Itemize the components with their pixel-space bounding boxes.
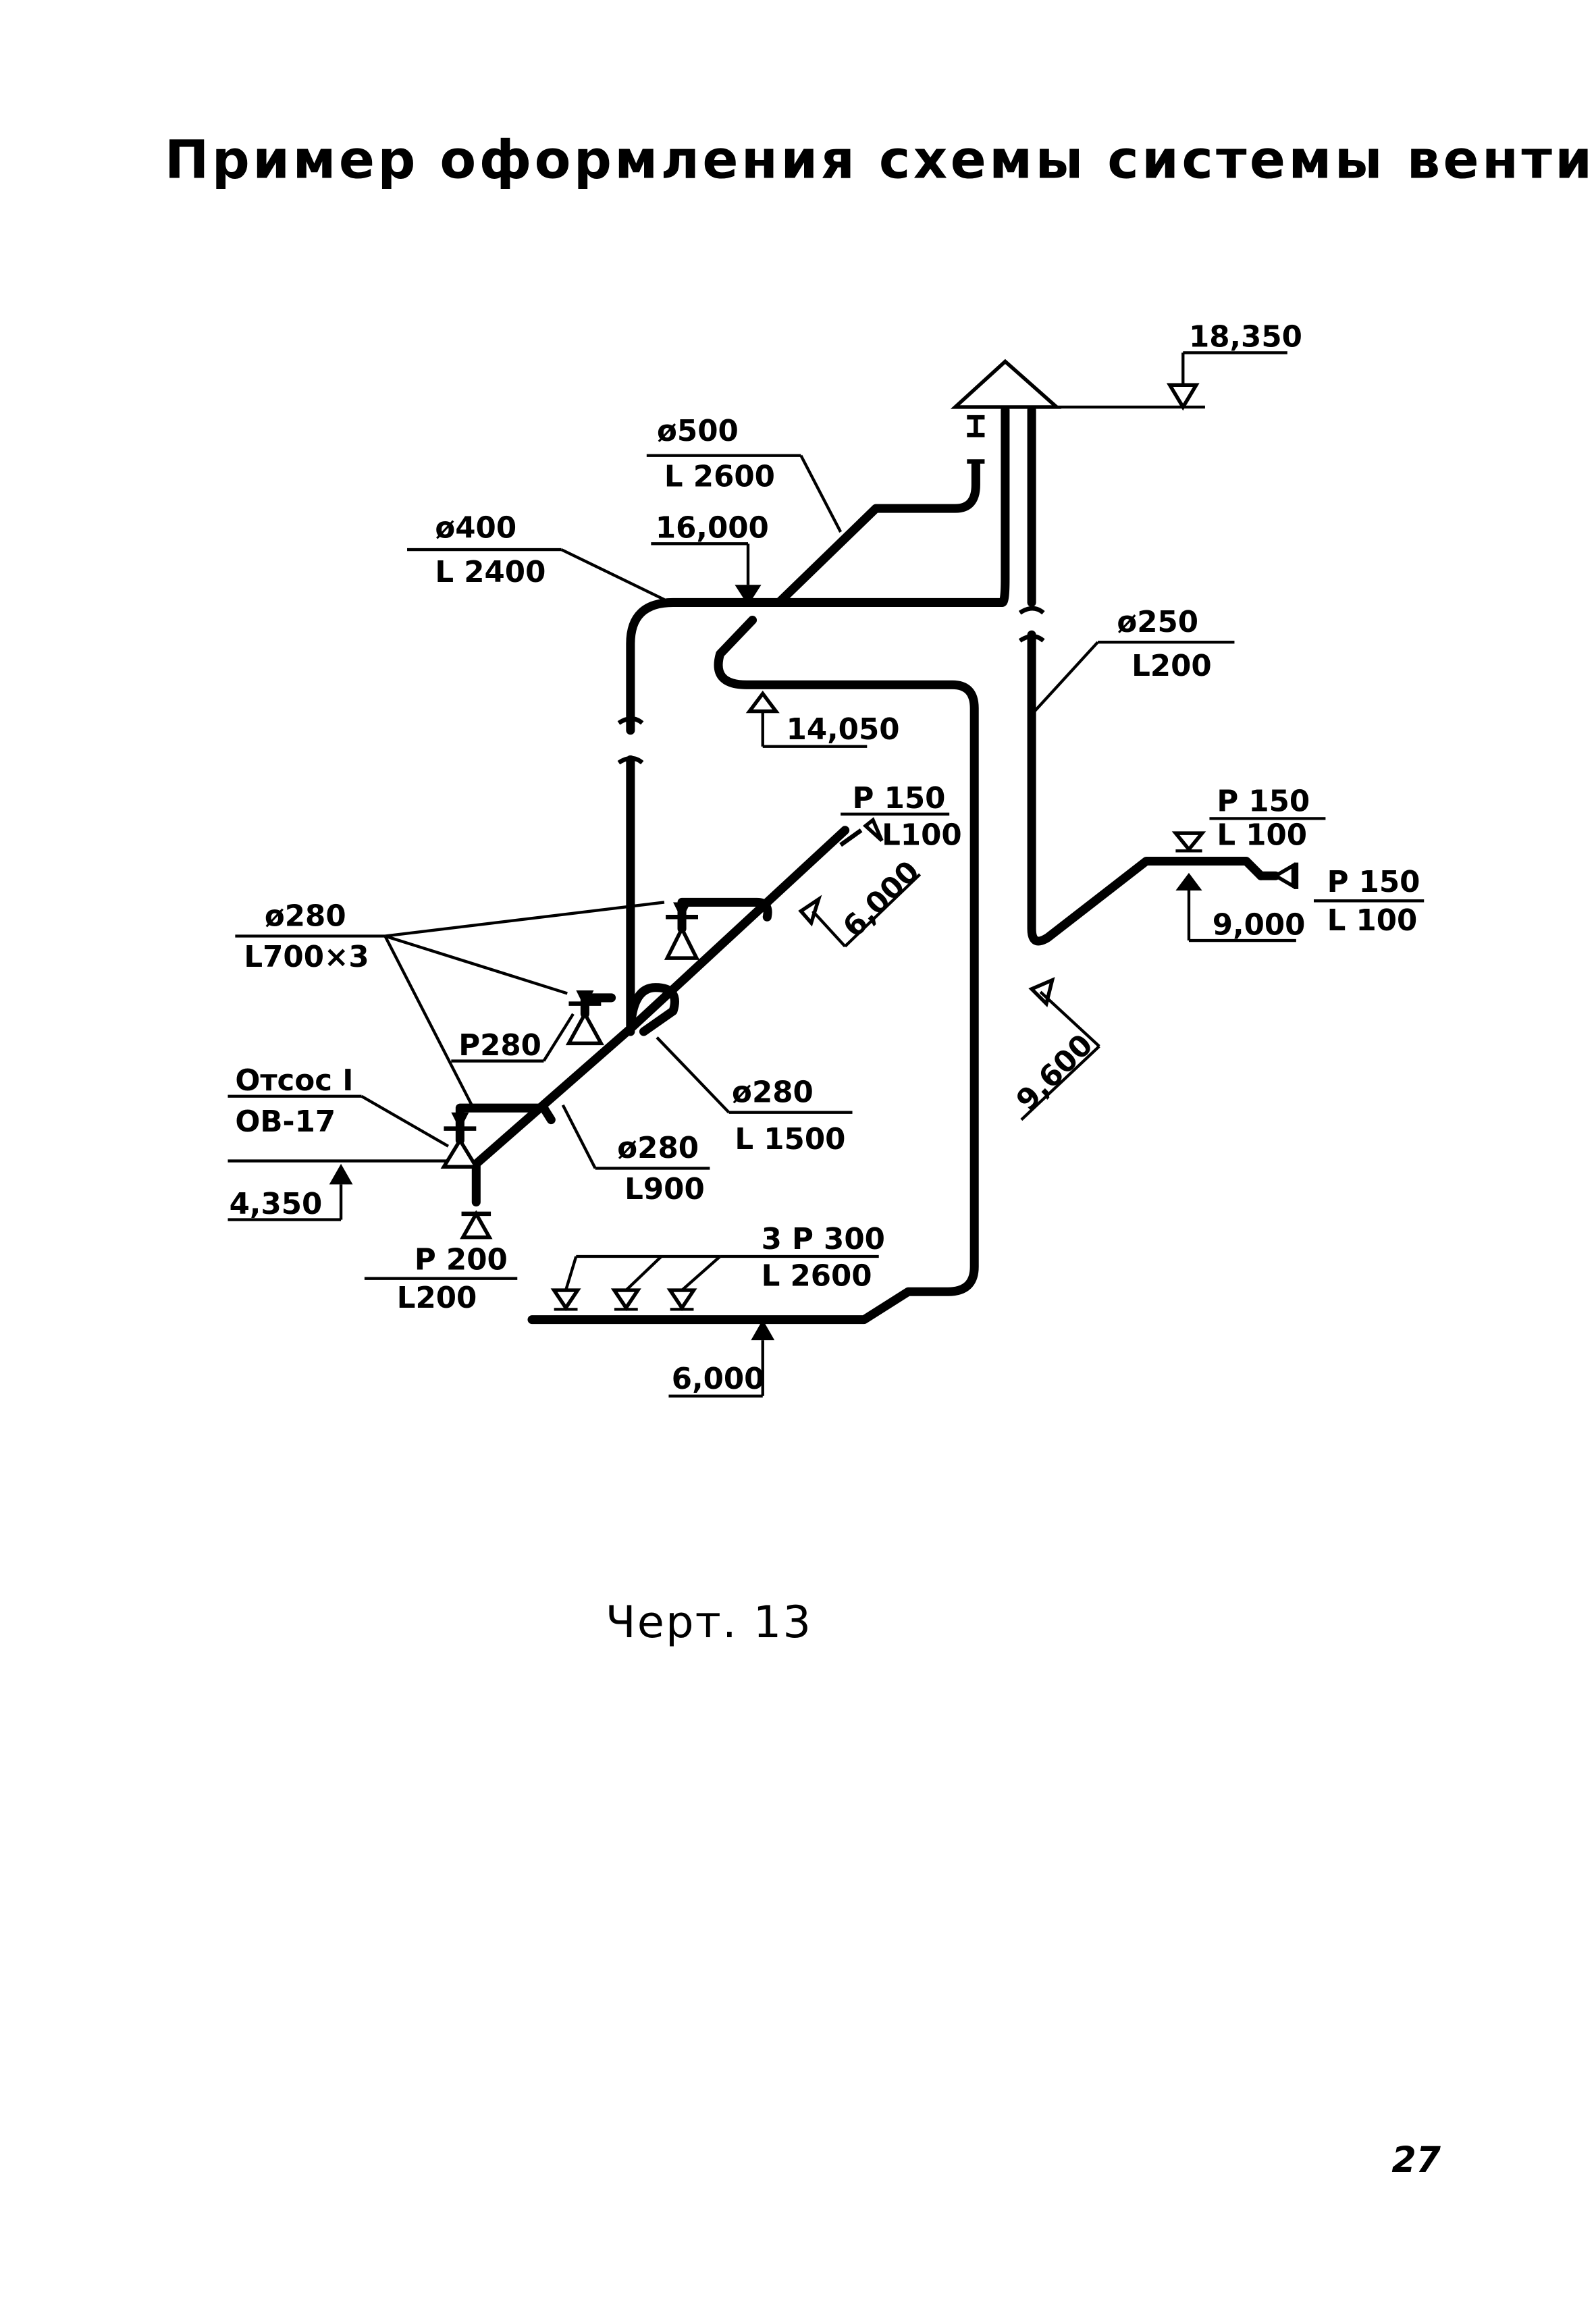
suction-hood-icon xyxy=(440,1112,480,1169)
break-marks xyxy=(617,415,1045,765)
duct-diagonal-collector xyxy=(471,826,850,1207)
leader-lines xyxy=(228,454,1425,1292)
duct-lines xyxy=(455,405,1266,1325)
grille-icon xyxy=(460,1210,493,1240)
grille-type-label: P280 xyxy=(458,1029,541,1063)
grille-length-label: L 100 xyxy=(1217,819,1307,853)
grille-type-label: 3 P 300 xyxy=(762,1223,885,1256)
grille-icon xyxy=(1272,862,1296,890)
grille-type-label: P 200 xyxy=(415,1244,508,1277)
duct-length-label: L 2400 xyxy=(435,556,546,589)
grille-length-label: L100 xyxy=(882,819,962,853)
system-label: ОВ-17 xyxy=(235,1105,336,1139)
duct-main-left-riser xyxy=(626,405,1010,735)
level-label: 16,000 xyxy=(656,512,769,546)
page-number: 27 xyxy=(1391,2140,1441,2181)
grille-length-label: L 100 xyxy=(1327,904,1418,938)
duct-diameter-label: ø400 xyxy=(435,512,516,546)
grille-icon xyxy=(1171,831,1206,853)
duct-length-label: L 1500 xyxy=(735,1123,845,1156)
suction-hood-icon xyxy=(664,902,700,960)
level-label: 9,600 xyxy=(1010,1028,1100,1118)
duct-loop xyxy=(626,983,679,1036)
duct-d500 xyxy=(774,460,980,607)
grille-icon xyxy=(1175,872,1202,891)
level-label: 9,000 xyxy=(1213,908,1306,942)
duct-branch-upper xyxy=(677,897,772,934)
duct-length-label: L200 xyxy=(1132,649,1212,683)
level-label: 18,350 xyxy=(1189,321,1302,354)
duct-length-label: L700×3 xyxy=(244,940,369,974)
grille-row-p300 xyxy=(550,1288,697,1312)
level-markers xyxy=(228,351,1296,1398)
grille-type-label: P 150 xyxy=(1217,785,1310,818)
duct-length-label: L900 xyxy=(624,1173,705,1206)
suction-hood-icon xyxy=(565,990,604,1046)
duct-diameter-label: ø280 xyxy=(732,1075,814,1109)
duct-d250-lower xyxy=(1027,630,1266,946)
level-label: 4,350 xyxy=(230,1188,323,1221)
grille-type-label: P 150 xyxy=(853,782,946,816)
grille-length-label: L 2600 xyxy=(762,1260,872,1294)
level-label: 6,000 xyxy=(836,855,926,945)
duct-diameter-label: ø280 xyxy=(265,899,346,933)
duct-diameter-label: ø250 xyxy=(1117,606,1198,639)
equipment-label: Отсос I xyxy=(235,1064,353,1098)
grille-type-label: P 150 xyxy=(1327,866,1420,899)
duct-diameter-label: ø500 xyxy=(657,415,739,448)
duct-diameter-label: ø280 xyxy=(617,1132,699,1165)
page-title: Пример оформления схемы системы вентиляц… xyxy=(165,129,1596,190)
level-label: 6,000 xyxy=(672,1362,765,1396)
duct-length-label: L 2600 xyxy=(664,460,775,494)
duct-supply-main xyxy=(527,616,979,1325)
level-label: 14,050 xyxy=(787,713,900,747)
grille-length-label: L200 xyxy=(397,1281,477,1315)
figure-caption: Черт. 13 xyxy=(606,1597,812,1648)
air-terminals xyxy=(440,817,1299,1312)
roof-deflector-icon xyxy=(950,358,1062,409)
